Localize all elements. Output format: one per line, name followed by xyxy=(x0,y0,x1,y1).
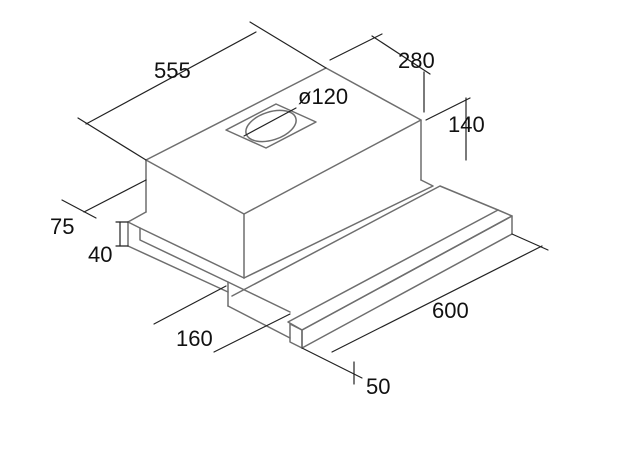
tray-right-top xyxy=(243,179,434,279)
tray-mid-line xyxy=(139,227,291,313)
dim-600-ext-right xyxy=(511,233,549,251)
dim-160-ext xyxy=(213,313,291,353)
visor-back-line xyxy=(231,185,499,297)
dim-160-line xyxy=(153,285,227,325)
upper-box-top-face xyxy=(145,67,422,215)
label-50: 50 xyxy=(366,374,390,399)
label-75: 75 xyxy=(50,214,74,239)
duct-plate xyxy=(225,103,317,149)
dim-120-leader xyxy=(243,107,297,137)
tray-left-front xyxy=(227,305,291,339)
dim-555-ext-left xyxy=(77,117,147,161)
label-600: 600 xyxy=(432,298,469,323)
label-555: 555 xyxy=(154,58,191,83)
tray-left-top-inner xyxy=(127,221,245,279)
visor-top-face xyxy=(287,209,513,331)
dim-600-line xyxy=(331,245,543,353)
visor-side-face xyxy=(301,215,513,349)
label-160: 160 xyxy=(176,326,213,351)
dimension-labels: 555 280 ø120 140 75 40 160 600 50 xyxy=(50,48,485,399)
dim-140-ext-top xyxy=(425,97,471,121)
duct-circle xyxy=(245,109,297,143)
dimension-lines xyxy=(61,21,549,385)
hood-upper-box xyxy=(145,67,422,279)
dim-555-line xyxy=(85,31,257,125)
tray-left-bottom xyxy=(127,245,229,293)
dim-50-line xyxy=(301,347,363,379)
label-280: 280 xyxy=(398,48,435,73)
dim-75-line xyxy=(83,179,147,213)
visor-front-face xyxy=(289,323,303,349)
label-diameter-120: ø120 xyxy=(298,84,348,109)
dim-75-ext xyxy=(61,199,97,219)
duct-outlet xyxy=(225,103,317,149)
dim-555-ext-right xyxy=(249,21,327,69)
hood-front-visor xyxy=(231,185,513,349)
label-40: 40 xyxy=(88,242,112,267)
dim-280-ext xyxy=(371,35,431,75)
dim-280-line xyxy=(329,33,383,61)
label-140: 140 xyxy=(448,112,485,137)
hood-lower-tray xyxy=(127,179,434,339)
